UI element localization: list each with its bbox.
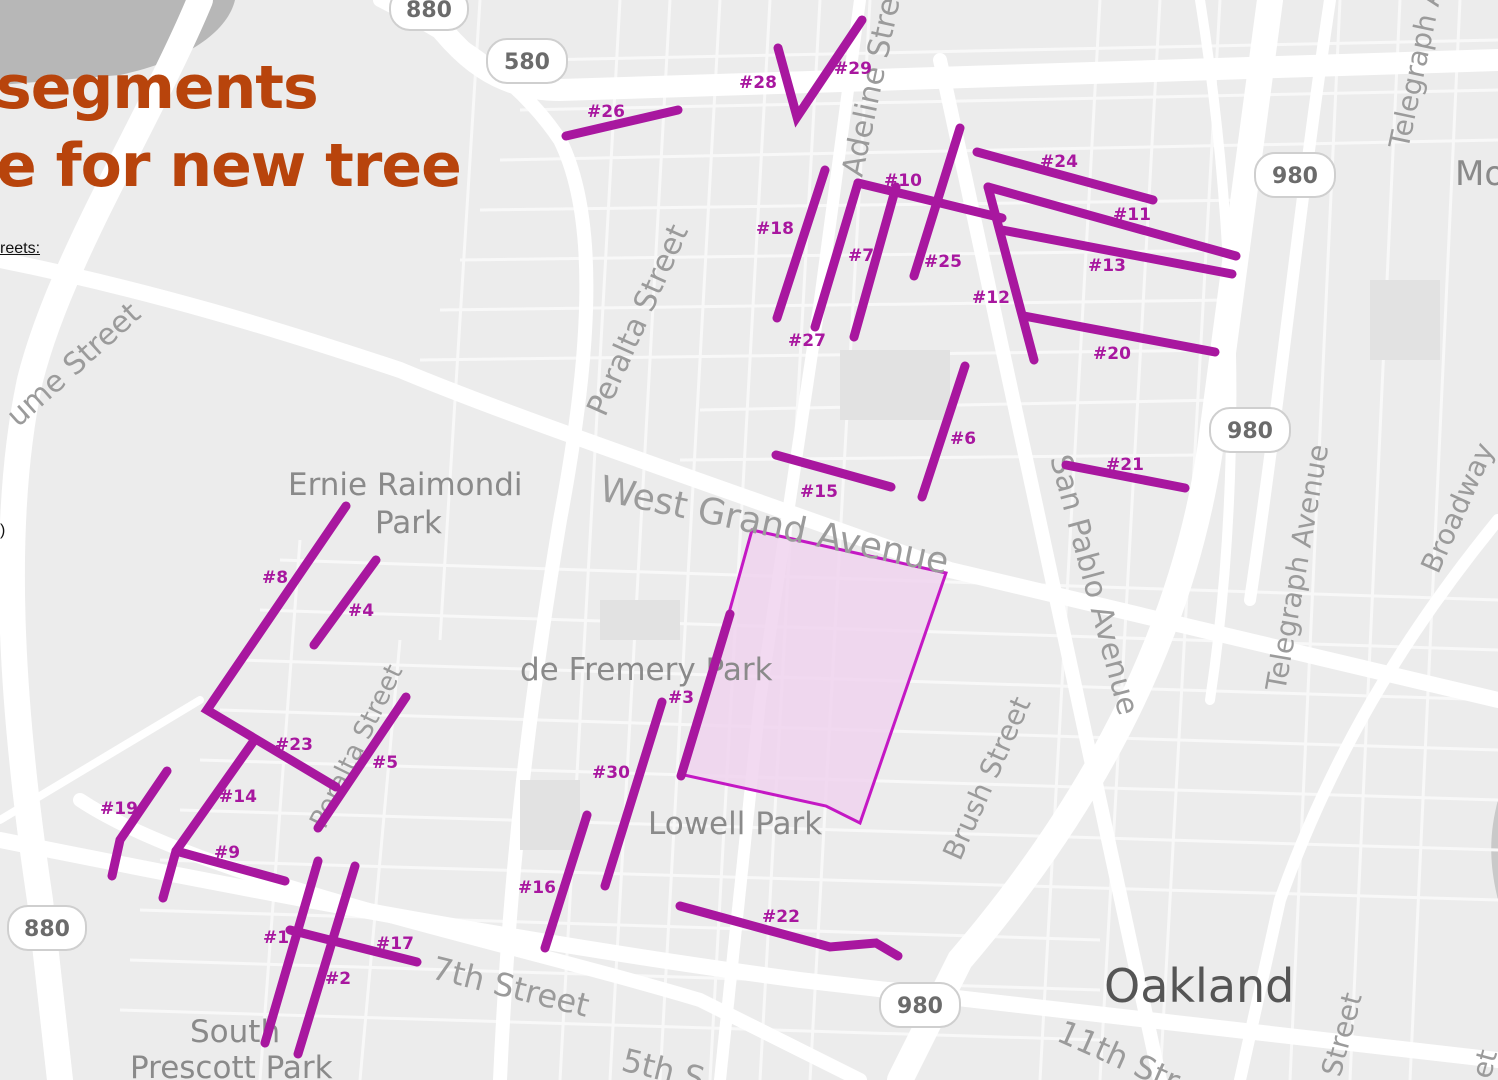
svg-text:880: 880: [406, 0, 452, 23]
segment-line-28-29[interactable]: [773, 15, 867, 128]
highway-shield-880-top: 880: [389, 0, 469, 31]
highway-shield-980-c: 980: [879, 982, 961, 1028]
segment-label-18: #18: [756, 219, 794, 239]
segment-label-14: #14: [219, 787, 257, 807]
segment-line-27[interactable]: [810, 178, 863, 332]
segment-label-9: #9: [214, 843, 240, 863]
segment-line-25[interactable]: [909, 123, 965, 281]
svg-text:880: 880: [24, 917, 70, 942]
segment-label-22: #22: [762, 907, 800, 927]
segment-line-30[interactable]: [600, 697, 667, 891]
segment-line-4[interactable]: [309, 555, 381, 650]
segment-label-1: #1: [263, 928, 289, 948]
segment-label-15: #15: [800, 482, 838, 502]
segment-line-13[interactable]: [997, 225, 1237, 279]
segment-label-26: #26: [587, 102, 625, 122]
segment-line-9[interactable]: [171, 846, 290, 886]
segment-line-26[interactable]: [561, 105, 683, 141]
title-line-2: e for new tree: [0, 131, 462, 201]
segment-label-8: #8: [262, 568, 288, 588]
segment-line-18[interactable]: [772, 165, 830, 323]
place-label-ernie-1: Ernie Raimondi: [288, 467, 523, 503]
segment-label-16: #16: [518, 878, 556, 898]
place-label-oakland: Oakland: [1104, 959, 1294, 1013]
water-body: [0, 0, 235, 85]
segment-line-8-23[interactable]: [200, 501, 351, 792]
segment-line-11[interactable]: [983, 182, 1241, 261]
segment-line-24[interactable]: [972, 147, 1158, 205]
segment-label-20: #20: [1093, 344, 1131, 364]
segment-line-3[interactable]: [676, 609, 735, 781]
svg-text:580: 580: [504, 50, 550, 75]
place-label-mo: Mo: [1455, 154, 1498, 194]
segment-label-7: #7: [848, 246, 874, 266]
svg-text:980: 980: [897, 994, 943, 1019]
segment-line-10[interactable]: [853, 178, 1007, 223]
segment-labels: #26 #28 #29 #10 #24 #11 #18 #7 #25 #13 #…: [100, 59, 1151, 989]
svg-text:980: 980: [1272, 164, 1318, 189]
segment-label-23: #23: [275, 735, 313, 755]
text-fragment: ): [0, 522, 6, 539]
place-label-defremery: de Fremery Park: [520, 652, 773, 688]
segment-label-27: #27: [788, 331, 826, 351]
segment-label-25: #25: [924, 252, 962, 272]
segment-label-17: #17: [376, 934, 414, 954]
segment-label-2: #2: [325, 969, 351, 989]
place-label-ernie-2: Park: [375, 505, 442, 541]
segment-label-4: #4: [348, 601, 374, 621]
segment-line-5[interactable]: [313, 692, 411, 833]
segment-label-30: #30: [592, 763, 630, 783]
highway-shield-580: 580: [486, 38, 568, 84]
segment-label-3: #3: [668, 688, 694, 708]
segment-label-11: #11: [1113, 205, 1151, 225]
segment-label-28: #28: [739, 73, 777, 93]
segment-line-17[interactable]: [285, 925, 422, 967]
highway-shield-980-a: 980: [1254, 152, 1336, 198]
segment-line-19[interactable]: [107, 766, 172, 881]
segment-label-10: #10: [884, 171, 922, 191]
building-blocks: [520, 280, 1440, 850]
subtitle-link[interactable]: reets:: [0, 240, 41, 257]
segment-label-21: #21: [1106, 455, 1144, 475]
segment-line-21[interactable]: [1061, 460, 1190, 493]
segment-label-6: #6: [950, 429, 976, 449]
segment-line-7[interactable]: [849, 182, 901, 342]
segment-line-15[interactable]: [771, 450, 896, 492]
segment-label-13: #13: [1088, 256, 1126, 276]
svg-text:980: 980: [1227, 419, 1273, 444]
segment-line-16[interactable]: [540, 810, 592, 953]
segment-line-1[interactable]: [260, 856, 323, 1048]
segment-line-6[interactable]: [917, 361, 970, 502]
place-label-lowell: Lowell Park: [648, 806, 822, 842]
segment-label-5: #5: [372, 753, 398, 773]
segment-line-2[interactable]: [293, 861, 360, 1059]
highway-shield-980-b: 980: [1209, 407, 1291, 453]
segment-lines[interactable]: [107, 15, 1241, 1059]
segment-line-20[interactable]: [1019, 311, 1220, 357]
title-line-1: segments: [0, 53, 319, 123]
highway-shield-880-bottom: 880: [7, 905, 87, 951]
segment-label-29: #29: [834, 59, 872, 79]
segment-label-12: #12: [972, 288, 1010, 308]
segment-line-22[interactable]: [675, 901, 903, 961]
segment-label-19: #19: [100, 799, 138, 819]
segment-label-24: #24: [1040, 152, 1078, 172]
road-label-et-frag: et: [1465, 1046, 1498, 1080]
segment-line-12[interactable]: [983, 182, 1039, 365]
